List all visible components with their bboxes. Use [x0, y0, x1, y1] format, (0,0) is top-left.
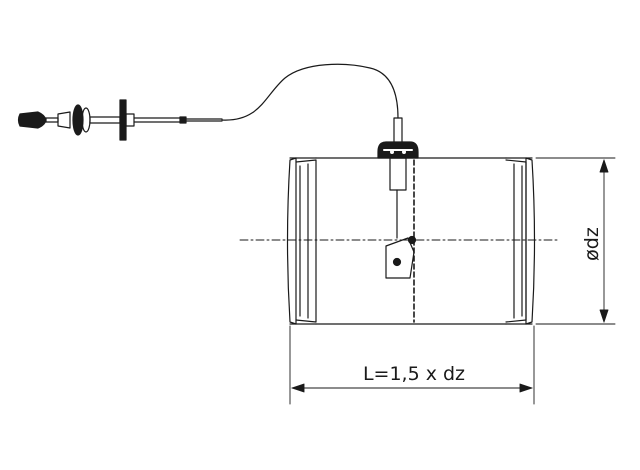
duct-body: [286, 157, 536, 325]
diameter-label: ødz: [581, 227, 603, 261]
control-knob-icon: [17, 99, 223, 141]
diameter-dimension: [535, 157, 616, 325]
actuator-bracket: [377, 117, 419, 279]
length-dimension: [289, 325, 535, 405]
bowden-cable: [221, 63, 399, 121]
length-label: L=1,5 x dz: [363, 363, 465, 385]
